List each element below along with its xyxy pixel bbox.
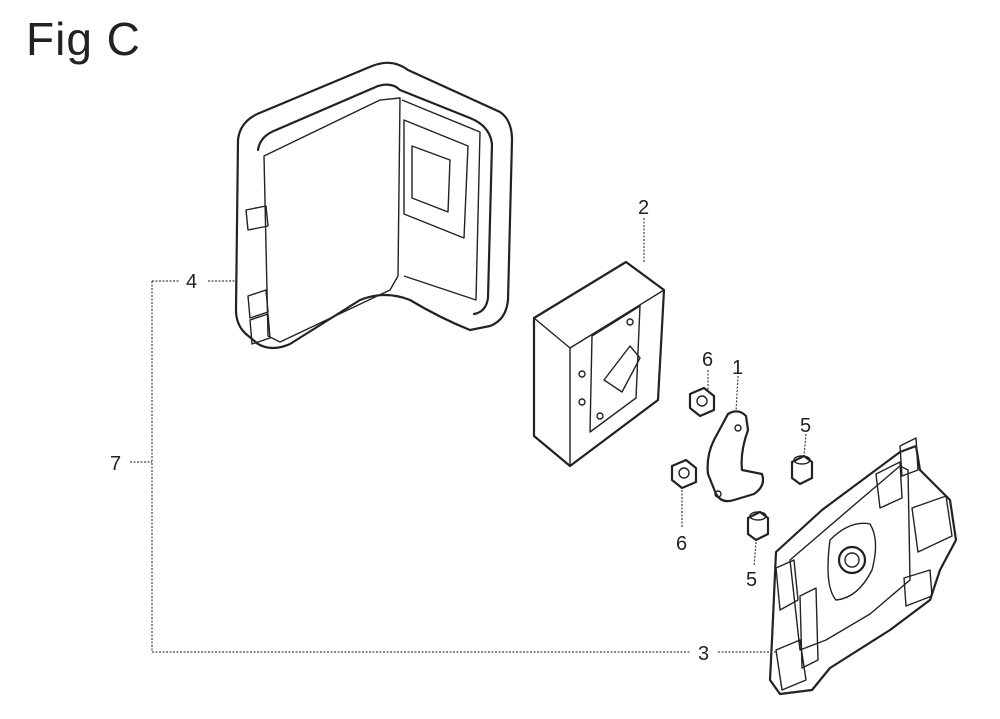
air-cleaner-base (768, 437, 958, 696)
callout-4: 4 (186, 271, 197, 293)
nut-upper (688, 386, 716, 418)
air-cleaner-cover (234, 61, 514, 350)
callout-3: 3 (698, 643, 709, 665)
callout-5-lower: 5 (746, 569, 757, 591)
callout-7: 7 (110, 453, 121, 475)
bracket-plate (706, 410, 765, 503)
collar-lower (746, 510, 770, 542)
callout-5-upper: 5 (800, 415, 811, 437)
collar-upper (790, 454, 814, 486)
figure-title: Fig C (26, 13, 141, 65)
callout-6-lower: 6 (676, 533, 687, 555)
nut-lower (670, 458, 698, 490)
callout-1: 1 (732, 357, 743, 379)
callout-6-upper: 6 (702, 349, 713, 371)
air-filter-element (532, 260, 666, 468)
callout-2: 2 (638, 197, 649, 219)
leader-lines (130, 218, 807, 653)
